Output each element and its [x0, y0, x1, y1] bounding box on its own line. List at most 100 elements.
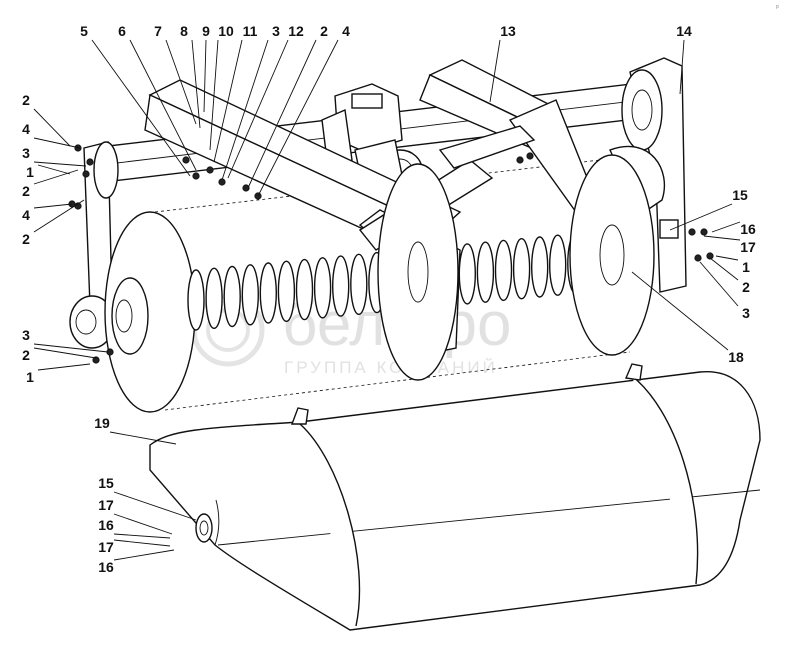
callout-16-cover-b: 16 [98, 559, 114, 575]
callout-3-left-a: 3 [22, 145, 30, 161]
leader-line [715, 255, 739, 261]
auger-coil [494, 239, 513, 302]
fastener [182, 156, 190, 164]
fastener [688, 228, 696, 236]
leader-line [113, 549, 175, 561]
leader-line [37, 164, 71, 175]
auger-coil [512, 238, 531, 300]
fastener [242, 184, 250, 192]
fastener [700, 228, 708, 236]
fastener [694, 254, 702, 262]
leader-line [33, 199, 85, 233]
fastener [92, 356, 100, 364]
leader-line [113, 533, 171, 539]
auger-coil [313, 257, 332, 319]
leader-line [91, 39, 191, 177]
leader-line [203, 39, 207, 113]
callout-3-left-d: 3 [22, 327, 30, 343]
auger-coil [277, 260, 296, 322]
leader-line [699, 261, 739, 307]
callout-14-top: 14 [676, 23, 692, 39]
callout-16-cover-a: 16 [98, 517, 114, 533]
callout-6-top: 6 [118, 23, 126, 39]
auger-coil [223, 265, 241, 328]
callout-17-cover-a: 17 [98, 497, 114, 513]
callout-2-top: 2 [320, 23, 328, 39]
leader-line [489, 39, 501, 103]
leader-line [37, 363, 91, 371]
leader-line [33, 137, 81, 149]
callout-2-left-c: 2 [22, 231, 30, 247]
leader-line [247, 39, 317, 189]
auger-coil [332, 255, 350, 317]
leader-line [33, 169, 79, 185]
leader-line [631, 271, 729, 351]
callout-3-right: 3 [742, 305, 750, 321]
leader-line [33, 347, 97, 359]
leader-line [191, 39, 201, 129]
leader-line [129, 39, 197, 171]
leader-line [221, 39, 269, 181]
leader-line [113, 491, 197, 521]
leader-line [165, 39, 197, 125]
watermark-tagline: ГРУППА КОМПАНИЙ [284, 358, 498, 377]
callout-16-right: 16 [740, 221, 756, 237]
leader-line [33, 161, 87, 167]
leader-lines [33, 39, 741, 561]
leader-line [679, 39, 685, 95]
callout-8-top: 8 [180, 23, 188, 39]
callout-19-cover: 19 [94, 415, 110, 431]
fastener [516, 156, 524, 164]
callout-11-top: 11 [243, 23, 258, 39]
leader-line [33, 343, 109, 353]
callout-9-top: 9 [202, 23, 210, 39]
callout-5-top: 5 [80, 23, 88, 39]
leader-line [33, 203, 73, 209]
callout-4-left-a: 4 [22, 121, 30, 137]
callout-17-right: 17 [740, 239, 756, 255]
auger-coil [295, 258, 314, 321]
auger-coil [531, 236, 549, 298]
callout-1-left-d: 1 [26, 369, 34, 385]
callout-12-top: 12 [288, 23, 304, 39]
fastener [206, 166, 214, 174]
middle-disc [377, 163, 459, 381]
left-disc [104, 211, 196, 413]
callout-15-right: 15 [732, 187, 748, 203]
fastener [86, 158, 94, 166]
leader-line [703, 235, 741, 241]
auger-coil [187, 269, 205, 331]
callout-2-left-a: 2 [22, 92, 30, 108]
callout-1-right: 1 [742, 259, 750, 275]
callout-18-right: 18 [728, 349, 744, 365]
callout-2-right: 2 [742, 279, 750, 295]
fastener [526, 152, 534, 160]
callout-17-cover-b: 17 [98, 539, 114, 555]
auger-coil [458, 243, 476, 305]
auger-coil [549, 234, 567, 296]
auger-coil [350, 253, 368, 315]
auger-coil [241, 264, 260, 326]
callout-2-left-b: 2 [22, 183, 30, 199]
callout-7-top: 7 [154, 23, 162, 39]
corner-mark: p [776, 4, 779, 10]
fastener [192, 172, 200, 180]
leader-line [109, 431, 177, 445]
leader-line [113, 513, 173, 535]
leader-line [213, 39, 243, 163]
auger-coil [476, 241, 495, 303]
callout-1-left-a: 1 [26, 164, 34, 180]
leader-line [227, 39, 289, 179]
callout-15-cover: 15 [98, 475, 114, 491]
auger-coil [205, 267, 223, 329]
leader-line [711, 221, 741, 233]
callout-13-top: 13 [500, 23, 516, 39]
leader-line [669, 203, 733, 231]
auger-coil [259, 262, 277, 324]
fastener [82, 170, 90, 178]
callout-4-top: 4 [342, 23, 350, 39]
leader-line [113, 539, 171, 547]
